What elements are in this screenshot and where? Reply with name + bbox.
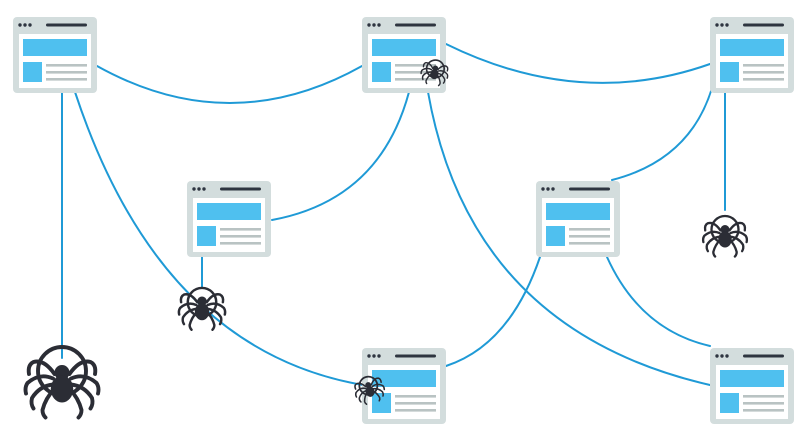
text-line <box>395 64 436 67</box>
spider-on-bottom-center-page <box>352 375 388 408</box>
page-middle-right <box>536 181 620 257</box>
thumbnail-image <box>372 62 391 82</box>
text-line <box>569 228 610 231</box>
hero-banner <box>197 203 261 220</box>
link-top-right-to-middle-right <box>611 87 713 181</box>
window-controls-icon <box>367 354 381 358</box>
hero-banner <box>372 39 436 56</box>
thumbnail-image <box>546 226 565 246</box>
link-top-center-to-top-right <box>445 43 711 84</box>
text-line <box>569 242 610 245</box>
hero-banner <box>546 203 610 220</box>
link-top-center-to-bottom-right <box>427 91 711 386</box>
window-controls-icon <box>18 23 32 27</box>
thumbnail-image <box>720 62 739 82</box>
page-middle-left <box>187 181 271 257</box>
thumbnail-image <box>720 393 739 413</box>
thumbnail-image <box>23 62 42 82</box>
window-controls-icon <box>367 23 381 27</box>
text-line <box>220 228 261 231</box>
address-bar <box>395 23 436 27</box>
window-controls-icon <box>192 187 206 191</box>
thumbnail-image <box>372 393 391 413</box>
page-top-left <box>13 17 97 93</box>
page-bottom-right <box>710 348 794 424</box>
page-top-center <box>362 17 446 93</box>
window-controls-icon <box>715 354 729 358</box>
window-controls-icon <box>715 23 729 27</box>
address-bar <box>220 187 261 191</box>
text-line <box>395 71 436 74</box>
text-line <box>743 71 784 74</box>
address-bar <box>569 187 610 191</box>
text-line <box>220 235 261 238</box>
address-bar <box>743 354 784 358</box>
hero-banner <box>720 39 784 56</box>
text-line <box>46 78 87 81</box>
window-controls-icon <box>541 187 555 191</box>
text-line <box>46 71 87 74</box>
page-top-right <box>710 17 794 93</box>
text-line <box>395 395 436 398</box>
text-line <box>743 409 784 412</box>
hero-banner <box>23 39 87 56</box>
text-line <box>743 78 784 81</box>
spider-on-top-center-page <box>418 59 451 88</box>
link-top-center-to-middle-left <box>271 91 410 221</box>
hero-banner <box>372 370 436 387</box>
link-middle-right-to-bottom-right <box>606 256 711 347</box>
text-line <box>395 402 436 405</box>
text-line <box>743 64 784 67</box>
text-line <box>569 235 610 238</box>
text-line <box>743 402 784 405</box>
text-line <box>220 242 261 245</box>
link-top-left-to-top-center <box>96 65 363 104</box>
hero-banner <box>720 370 784 387</box>
address-bar <box>46 23 87 27</box>
page-bottom-center <box>362 348 446 424</box>
text-line <box>743 395 784 398</box>
text-line <box>46 64 87 67</box>
spider-large-bottom-left <box>23 345 101 420</box>
spider-hanging-right <box>701 214 749 258</box>
thumbnail-image <box>197 226 216 246</box>
address-bar <box>395 354 436 358</box>
text-line <box>395 78 436 81</box>
address-bar <box>743 23 784 27</box>
spider-on-thread-left <box>177 286 227 331</box>
text-line <box>395 409 436 412</box>
link-middle-right-to-bottom-center <box>445 256 541 367</box>
